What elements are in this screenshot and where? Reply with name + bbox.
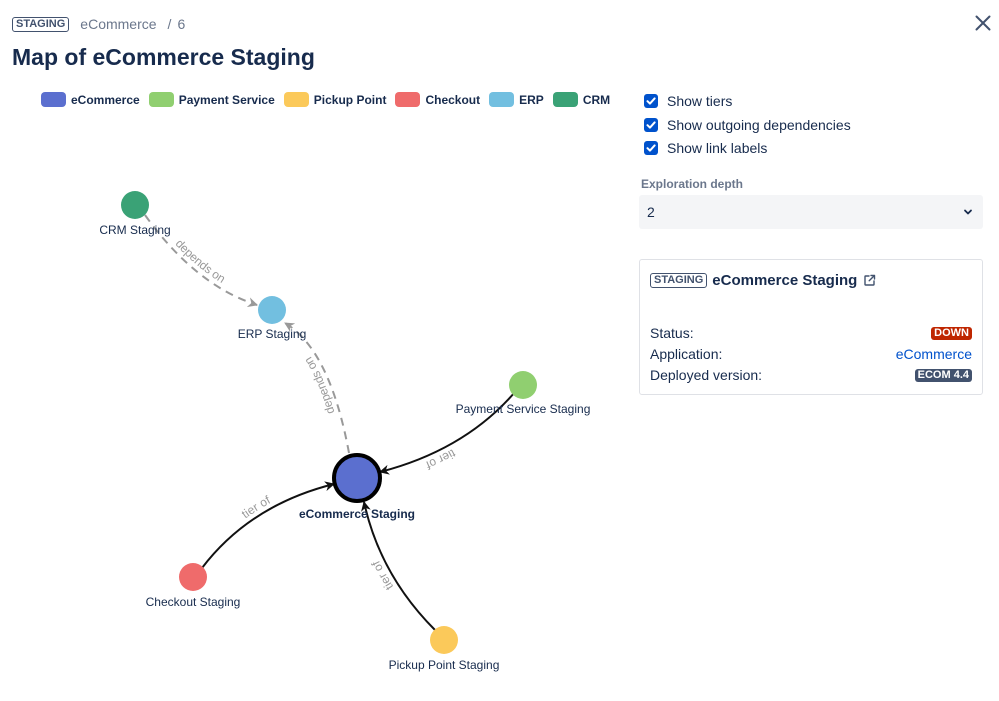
show-tiers-checkbox[interactable] — [644, 94, 658, 108]
legend-swatch — [395, 92, 421, 107]
node-circle[interactable] — [332, 453, 382, 503]
status-label: Status: — [650, 325, 694, 341]
graph-edges — [144, 214, 516, 631]
node-label: CRM Staging — [99, 223, 170, 237]
node-label: Payment Service Staging — [456, 402, 591, 416]
graph-edge — [361, 501, 436, 631]
legend-item-crm: CRM — [552, 92, 611, 107]
page-title: Map of eCommerce Staging — [12, 44, 315, 70]
legend-label: Pickup Point — [313, 92, 387, 107]
legend-item-payment-service: Payment Service — [148, 92, 275, 107]
deployed-version-row: Deployed version: ECOM 4.4 — [650, 367, 972, 383]
legend-label: CRM — [582, 92, 611, 107]
external-link-icon[interactable] — [863, 274, 876, 287]
graph-node-checkout[interactable]: Checkout Staging — [146, 563, 241, 609]
node-circle[interactable] — [121, 191, 149, 219]
legend-swatch — [552, 92, 578, 107]
legend-item-checkout: Checkout — [395, 92, 480, 107]
graph-node-crm[interactable]: CRM Staging — [99, 191, 171, 237]
display-options: Show tiers Show outgoing dependencies Sh… — [644, 92, 851, 163]
graph-edge — [201, 481, 335, 569]
show-tiers-label: Show tiers — [667, 93, 733, 109]
graph-edge-labels: depends on depends on tier of tier of ti… — [173, 236, 458, 592]
status-row: Status: DOWN — [650, 325, 972, 341]
status-badge: DOWN — [931, 326, 972, 340]
breadcrumb-count: 6 — [177, 16, 186, 32]
show-outgoing-dependencies-option[interactable]: Show outgoing dependencies — [644, 116, 851, 134]
breadcrumb-separator: / — [167, 16, 172, 32]
exploration-depth-select[interactable]: 2 — [639, 195, 983, 229]
exploration-depth-value: 2 — [647, 204, 655, 220]
graph-node-payment-service[interactable]: Payment Service Staging — [456, 371, 591, 416]
legend-swatch — [489, 92, 515, 107]
dependency-graph[interactable]: depends on depends on tier of tier of ti… — [0, 130, 630, 701]
deployed-version-label: Deployed version: — [650, 367, 763, 383]
breadcrumb: STAGING eCommerce / 6 — [12, 15, 185, 33]
details-card: STAGING eCommerce Staging Status: DOWN A… — [639, 259, 983, 395]
application-label: Application: — [650, 346, 723, 362]
node-label: ERP Staging — [238, 327, 307, 341]
graph-node-erp[interactable]: ERP Staging — [238, 296, 307, 341]
node-circle[interactable] — [258, 296, 286, 324]
node-label: Checkout Staging — [146, 595, 241, 609]
graph-edge — [379, 391, 516, 475]
edge-label: depends on — [173, 236, 228, 285]
legend-swatch — [283, 92, 309, 107]
breadcrumb-app-link[interactable]: eCommerce — [80, 16, 157, 32]
show-tiers-option[interactable]: Show tiers — [644, 92, 851, 110]
graph-edge — [284, 322, 350, 454]
legend-label: ERP — [519, 92, 544, 107]
legend-label: Payment Service — [178, 92, 275, 107]
checkmark-icon — [646, 144, 656, 152]
show-link-labels-label: Show link labels — [667, 140, 768, 156]
legend-label: Checkout — [425, 92, 481, 107]
legend-swatch — [41, 92, 66, 107]
show-link-labels-checkbox[interactable] — [644, 141, 658, 155]
legend-item-pickup-point: Pickup Point — [283, 92, 387, 107]
environment-badge: STAGING — [12, 16, 70, 32]
node-circle[interactable] — [179, 563, 207, 591]
legend: eCommerce Payment Service Pickup Point C… — [41, 92, 619, 107]
graph-edge — [144, 214, 258, 307]
legend-item-ecommerce: eCommerce — [41, 92, 140, 107]
environment-badge: STAGING — [650, 273, 708, 288]
legend-swatch — [148, 92, 174, 107]
application-link[interactable]: eCommerce — [895, 346, 972, 362]
graph-node-ecommerce[interactable]: eCommerce Staging — [299, 453, 415, 521]
details-card-header: STAGING eCommerce Staging — [650, 272, 876, 289]
legend-label: eCommerce — [71, 92, 140, 107]
close-button[interactable] — [970, 10, 996, 36]
exploration-depth-label: Exploration depth — [641, 177, 743, 191]
show-outgoing-dependencies-label: Show outgoing dependencies — [667, 116, 851, 133]
application-row: Application: eCommerce — [650, 346, 972, 362]
node-label: Pickup Point Staging — [389, 658, 500, 672]
graph-node-pickup-point[interactable]: Pickup Point Staging — [389, 626, 500, 672]
show-link-labels-option[interactable]: Show link labels — [644, 139, 851, 157]
chevron-down-icon — [964, 209, 972, 215]
legend-item-erp: ERP — [489, 92, 544, 107]
show-outgoing-dependencies-checkbox[interactable] — [644, 117, 658, 132]
node-circle[interactable] — [430, 626, 458, 654]
node-label: eCommerce Staging — [299, 507, 415, 521]
checkmark-icon — [646, 97, 656, 105]
details-title[interactable]: eCommerce Staging — [712, 272, 858, 289]
node-circle[interactable] — [509, 371, 537, 399]
close-icon — [975, 15, 991, 31]
edge-label: depends on — [301, 354, 337, 415]
version-badge: ECOM 4.4 — [914, 368, 972, 382]
checkmark-icon — [646, 120, 656, 129]
